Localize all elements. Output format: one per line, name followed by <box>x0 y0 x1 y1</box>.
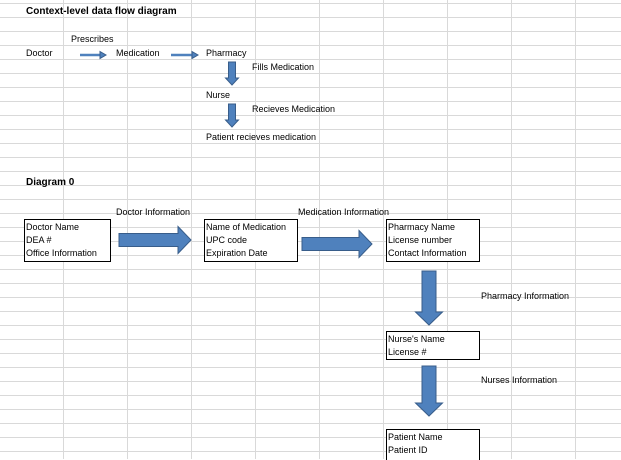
doctor-information-label: Doctor Information <box>116 207 191 217</box>
upc-code-field: UPC code <box>206 235 248 245</box>
patient-name-field: Patient Name <box>388 432 443 442</box>
nurse-license-field: License # <box>388 347 427 357</box>
pharmacy-to-nurse-arrow <box>224 61 240 86</box>
medication-label: Medication <box>116 48 160 58</box>
prescribes-arrow-head <box>99 50 107 60</box>
expiration-date-field: Expiration Date <box>206 248 268 258</box>
patient-entity-box[interactable]: Patient Name Patient ID <box>386 429 480 460</box>
pharmacy-label: Pharmacy <box>206 48 247 58</box>
contact-information-field: Contact Information <box>388 248 467 258</box>
fills-medication-label: Fills Medication <box>252 62 315 72</box>
medication-information-label: Medication Information <box>298 207 390 217</box>
medication-to-pharmacy-arrow-head <box>191 50 199 60</box>
doctor-name-field: Doctor Name <box>26 222 80 232</box>
medication-entity-box[interactable]: Name of Medication UPC code Expiration D… <box>204 219 298 262</box>
office-information-field: Office Information <box>26 248 97 258</box>
nurse-to-patient-arrow <box>224 103 240 128</box>
nurse-label: Nurse <box>206 90 231 100</box>
nurse-entity-box[interactable]: Nurse's Name License # <box>386 331 480 360</box>
pharmacy-name-field: Pharmacy Name <box>388 222 456 232</box>
nurses-information-label: Nurses Information <box>481 375 558 385</box>
recieves-medication-label: Recieves Medication <box>252 104 336 114</box>
pharmacy-to-nurse-flow-arrow <box>414 270 444 326</box>
pharmacy-entity-box[interactable]: Pharmacy Name License number Contact Inf… <box>386 219 480 262</box>
pharmacy-information-label: Pharmacy Information <box>481 291 570 301</box>
patient-recieves-label: Patient recieves medication <box>206 132 317 142</box>
context-diagram-title: Context-level data flow diagram <box>26 6 177 17</box>
license-number-field: License number <box>388 235 453 245</box>
doctor-to-medication-arrow <box>118 225 192 255</box>
doctor-entity-box[interactable]: Doctor Name DEA # Office Information <box>24 219 111 262</box>
medication-to-pharmacy-flow-arrow <box>301 229 373 259</box>
doctor-label: Doctor <box>26 48 53 58</box>
diagram0-title: Diagram 0 <box>26 177 75 188</box>
prescribes-label: Prescribes <box>71 34 114 44</box>
dea-field: DEA # <box>26 235 52 245</box>
nurse-to-patient-flow-arrow <box>414 365 444 417</box>
medication-name-field: Name of Medication <box>206 222 287 232</box>
patient-id-field: Patient ID <box>388 445 428 455</box>
nurse-name-field: Nurse's Name <box>388 334 445 344</box>
